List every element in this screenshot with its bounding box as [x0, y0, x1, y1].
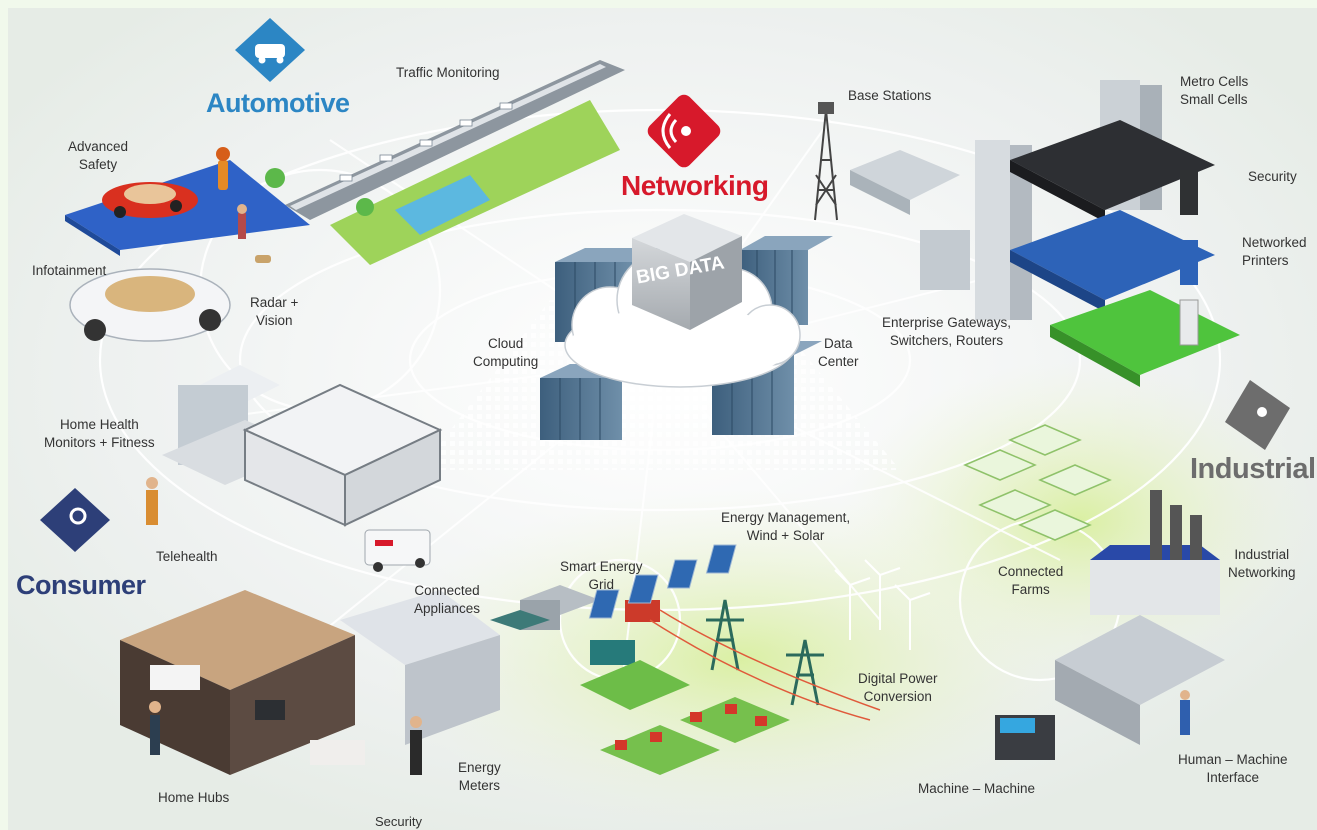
label-networked-printers: Networked Printers: [1242, 235, 1307, 268]
networking-scene: [540, 94, 838, 440]
wind-turbines: [834, 559, 931, 650]
label-traffic-monitoring: Traffic Monitoring: [396, 65, 500, 80]
pedestrian: [238, 213, 246, 239]
label-security-home: Security: [375, 814, 422, 829]
greenhouses: [963, 424, 1112, 541]
label-infotainment: Infotainment: [32, 263, 107, 278]
office-floor-black: [1010, 120, 1215, 210]
label-enterprise-gateways: Enterprise Gateways, Switchers, Routers: [882, 315, 1012, 348]
enterprise-scene: [850, 80, 1240, 387]
ambulance: [364, 529, 431, 566]
industrial-scene: [963, 380, 1290, 760]
factory: [1090, 560, 1220, 615]
label-digital-power: Digital Power Conversion: [858, 671, 938, 704]
label-human-machine: Human – Machine Interface: [1178, 752, 1288, 785]
solar-panels: [588, 544, 737, 619]
label-industrial-networking: Industrial Networking: [1228, 547, 1296, 580]
label-connected-appliances: Connected Appliances: [414, 583, 481, 616]
label-telehealth: Telehealth: [156, 549, 218, 564]
power-pylons: [706, 599, 824, 706]
energy-scene: [490, 544, 931, 775]
label-connected-farms: Connected Farms: [998, 564, 1064, 597]
consumer-logo: [40, 488, 110, 552]
consumer-scene: [40, 365, 500, 775]
big-data-cube: [632, 214, 742, 330]
label-energy-management: Energy Management, Wind + Solar: [721, 510, 851, 543]
automotive-scene: [65, 18, 625, 342]
label-machine-machine: Machine – Machine: [918, 781, 1036, 796]
automotive-title: Automotive: [206, 88, 350, 118]
label-radar-vision: Radar + Vision: [250, 295, 299, 328]
office-floor-blue: [1010, 210, 1215, 300]
label-security-enterprise: Security: [1248, 169, 1297, 184]
cell-tower: [814, 109, 838, 221]
label-base-stations: Base Stations: [848, 88, 932, 103]
label-smart-energy-grid: Smart Energy Grid: [560, 559, 643, 592]
industrial-logo: [1225, 380, 1290, 450]
consumer-title: Consumer: [16, 570, 146, 600]
label-home-health: Home Health Monitors + Fitness: [44, 417, 155, 450]
label-energy-meters: Energy Meters: [458, 760, 501, 793]
label-metro-cells: Metro Cells Small Cells: [1180, 74, 1249, 107]
label-home-hubs: Home Hubs: [158, 790, 230, 805]
label-cloud-computing: Cloud Computing: [473, 336, 539, 369]
industrial-title: Industrial: [1190, 453, 1316, 485]
highway: [285, 60, 625, 220]
networking-title: Networking: [621, 170, 769, 201]
label-data-center: Data Center: [818, 336, 859, 369]
label-advanced-safety: Advanced Safety: [68, 139, 129, 172]
